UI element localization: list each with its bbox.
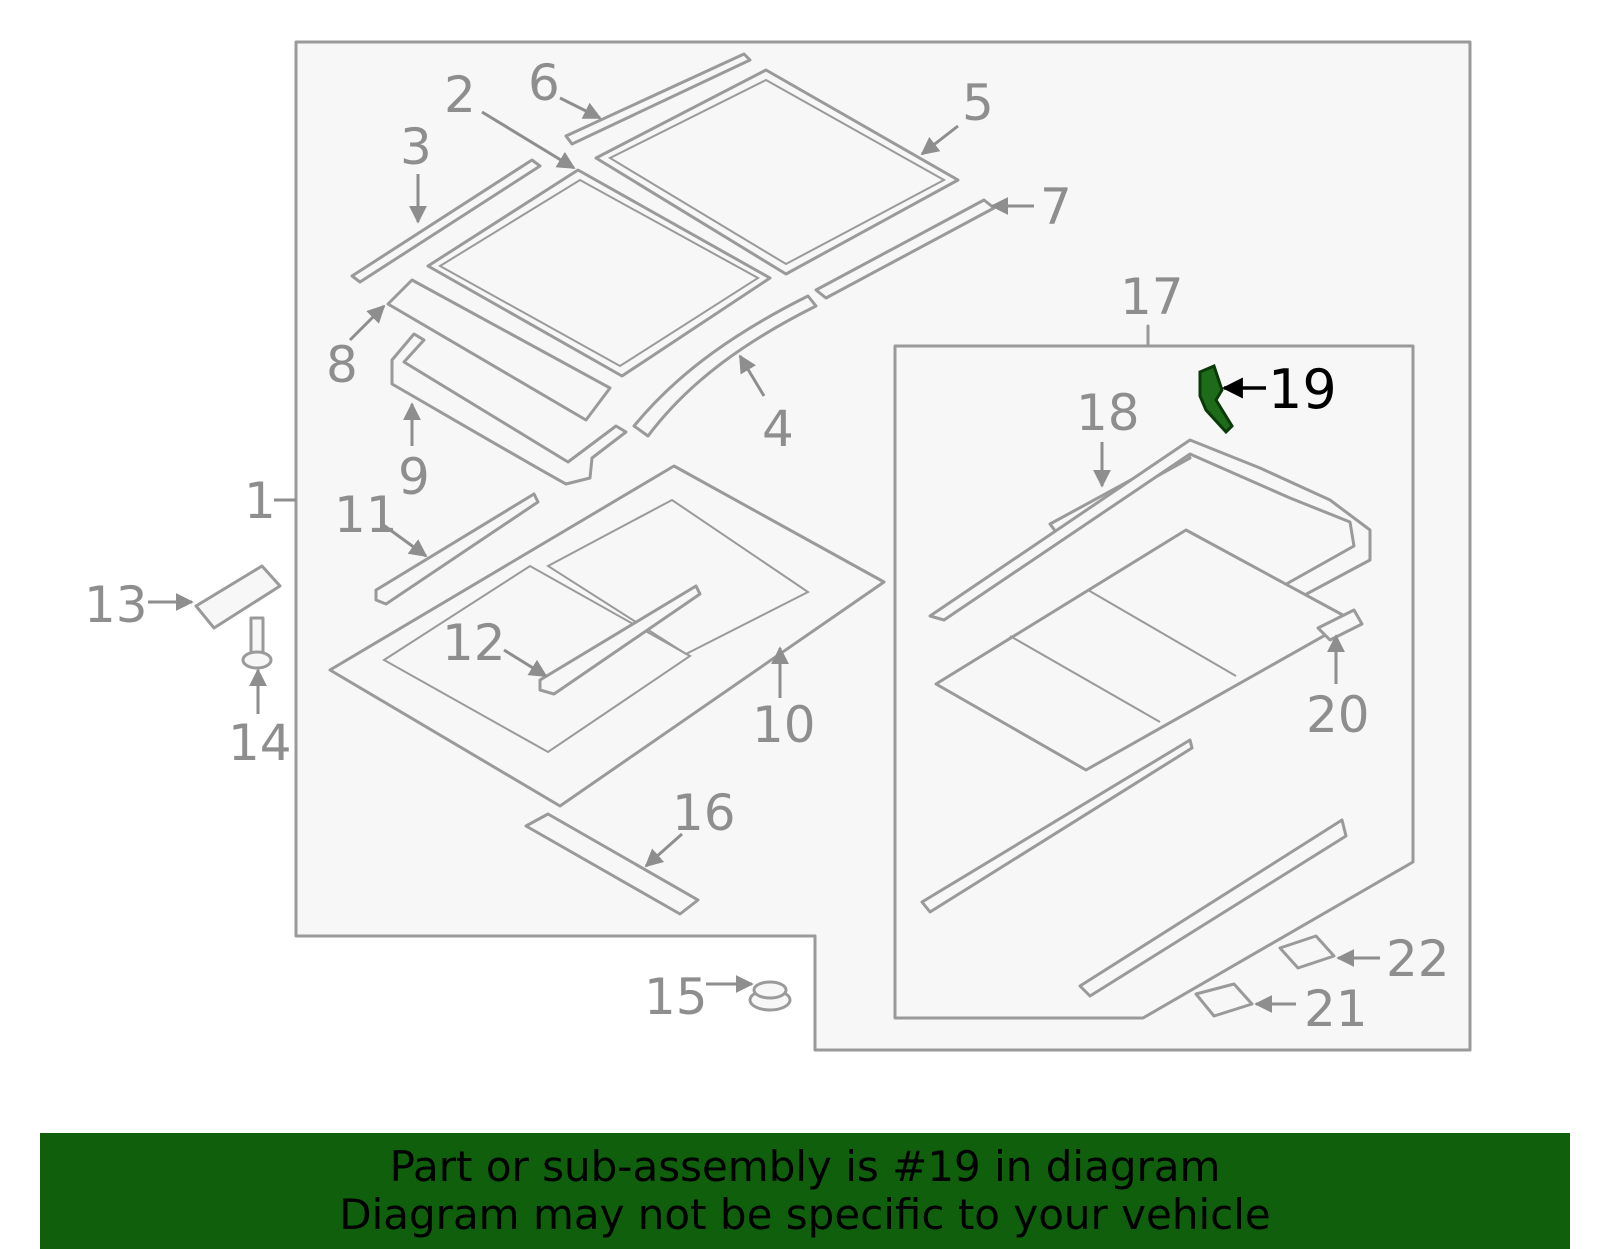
part-14-bolt — [241, 616, 273, 670]
callout-19: 19 — [1268, 358, 1337, 421]
callout-2: 2 — [444, 66, 476, 124]
callout-4: 4 — [762, 400, 794, 458]
callout-18: 18 — [1076, 384, 1140, 442]
callout-1: 1 — [244, 472, 276, 530]
callout-14: 14 — [228, 714, 292, 772]
callout-7: 7 — [1040, 178, 1072, 236]
part-16-rear-rail — [524, 812, 700, 916]
callout-21: 21 — [1304, 980, 1368, 1038]
part-4-curved-rail — [632, 294, 818, 438]
part-22-bracket — [1278, 934, 1336, 970]
part-13-bracket — [194, 564, 282, 630]
part-21-bracket — [1194, 982, 1254, 1018]
part-10-roof-frame — [328, 464, 886, 808]
callout-13: 13 — [84, 576, 148, 634]
part-20-bracket — [1316, 608, 1364, 642]
callout-12: 12 — [442, 614, 506, 672]
callout-9: 9 — [398, 448, 430, 506]
callout-8: 8 — [326, 336, 358, 394]
callout-20: 20 — [1306, 686, 1370, 744]
footer-line-2: Diagram may not be specific to your vehi… — [339, 1190, 1271, 1239]
part-12-cross-bar — [538, 584, 702, 696]
part-15-clip — [748, 980, 792, 1012]
callout-22: 22 — [1386, 930, 1450, 988]
footer-banner: Part or sub-assembly is #19 in diagram D… — [40, 1133, 1570, 1249]
callout-6: 6 — [528, 54, 560, 112]
part-8-deflector — [386, 278, 612, 422]
callout-5: 5 — [962, 74, 994, 132]
part-11-cross-bar — [374, 492, 540, 606]
footer-line-1: Part or sub-assembly is #19 in diagram — [389, 1142, 1221, 1191]
callout-16: 16 — [672, 784, 736, 842]
part-19-highlighted — [1198, 363, 1234, 435]
callout-3: 3 — [400, 118, 432, 176]
callout-17: 17 — [1120, 268, 1184, 326]
callout-15: 15 — [644, 968, 708, 1026]
callout-11: 11 — [334, 486, 398, 544]
callout-10: 10 — [752, 696, 816, 754]
part-5-rear-glass — [594, 68, 960, 276]
part-9-weatherstrip — [390, 332, 628, 486]
part-6-rear-rail-cover — [564, 52, 752, 146]
part-3-front-rail-cover — [350, 158, 542, 284]
